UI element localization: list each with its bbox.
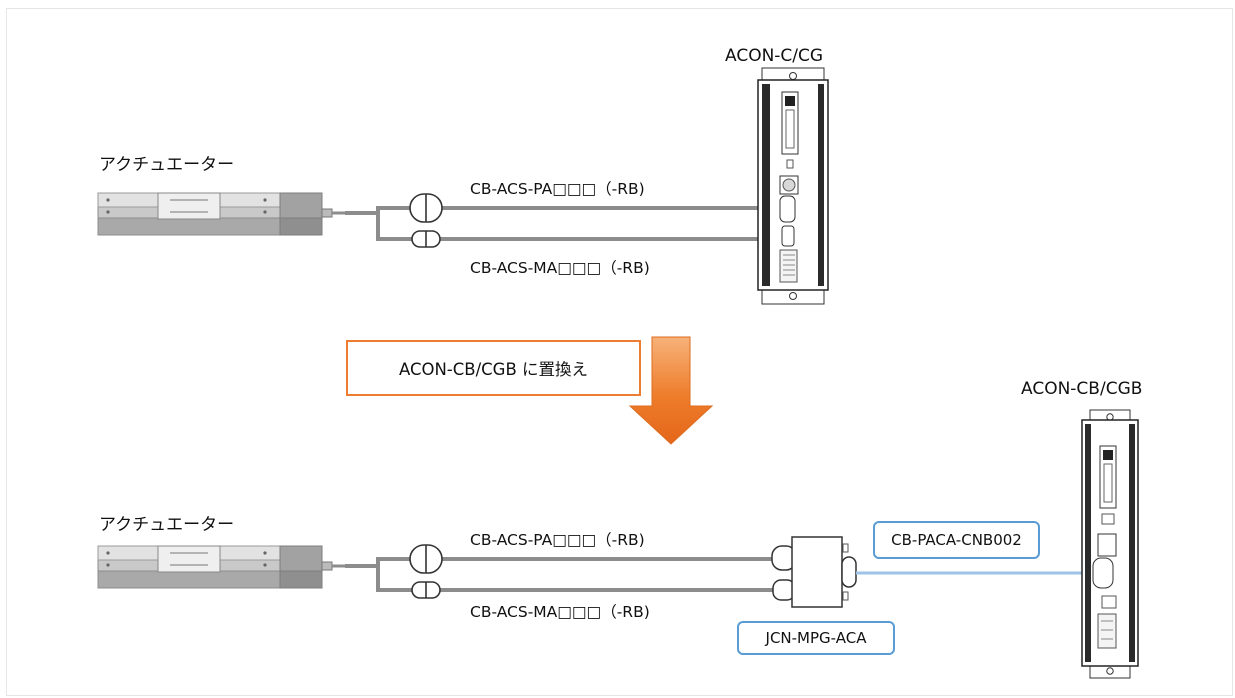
controller-top-label: ACON-C/CG	[725, 46, 824, 66]
connector-pa-bottom	[409, 544, 443, 574]
cable-pa-bottom-label: CB-ACS-PA□□□（-RB)	[470, 531, 645, 549]
cable-ma-bottom-label: CB-ACS-MA□□□（-RB)	[470, 603, 650, 621]
controller-acon-c	[757, 67, 829, 305]
controller-bottom-label: ACON-CB/CGB	[1021, 379, 1143, 399]
connector-ma-top	[411, 230, 441, 248]
actuator-bottom-label: アクチュエーター	[99, 515, 235, 535]
junction-label-box: JCN-MPG-ACA	[737, 621, 895, 655]
connector-ma-bottom	[411, 581, 441, 599]
diagram-frame	[6, 8, 1233, 696]
adapter-cable-label-box: CB-PACA-CNB002	[873, 521, 1040, 559]
cable-pa-top-label: CB-ACS-PA□□□（-RB)	[470, 180, 645, 198]
junction-unit	[771, 536, 857, 608]
cable-ma-top-label: CB-ACS-MA□□□（-RB)	[470, 259, 650, 277]
actuator-top-label: アクチュエーター	[99, 155, 235, 175]
replace-arrow	[628, 336, 714, 445]
replace-box-text: ACON-CB/CGB に置換え	[398, 360, 589, 379]
connector-pa-top	[409, 193, 443, 223]
adapter-cable-label: CB-PACA-CNB002	[891, 531, 1022, 549]
actuator-top	[97, 192, 345, 236]
replace-box: ACON-CB/CGB に置換え	[346, 340, 641, 396]
junction-label: JCN-MPG-ACA	[765, 629, 867, 647]
cables-top	[345, 206, 782, 241]
controller-acon-cb	[1081, 409, 1139, 679]
actuator-bottom	[97, 545, 345, 589]
cables-bottom	[345, 557, 780, 592]
